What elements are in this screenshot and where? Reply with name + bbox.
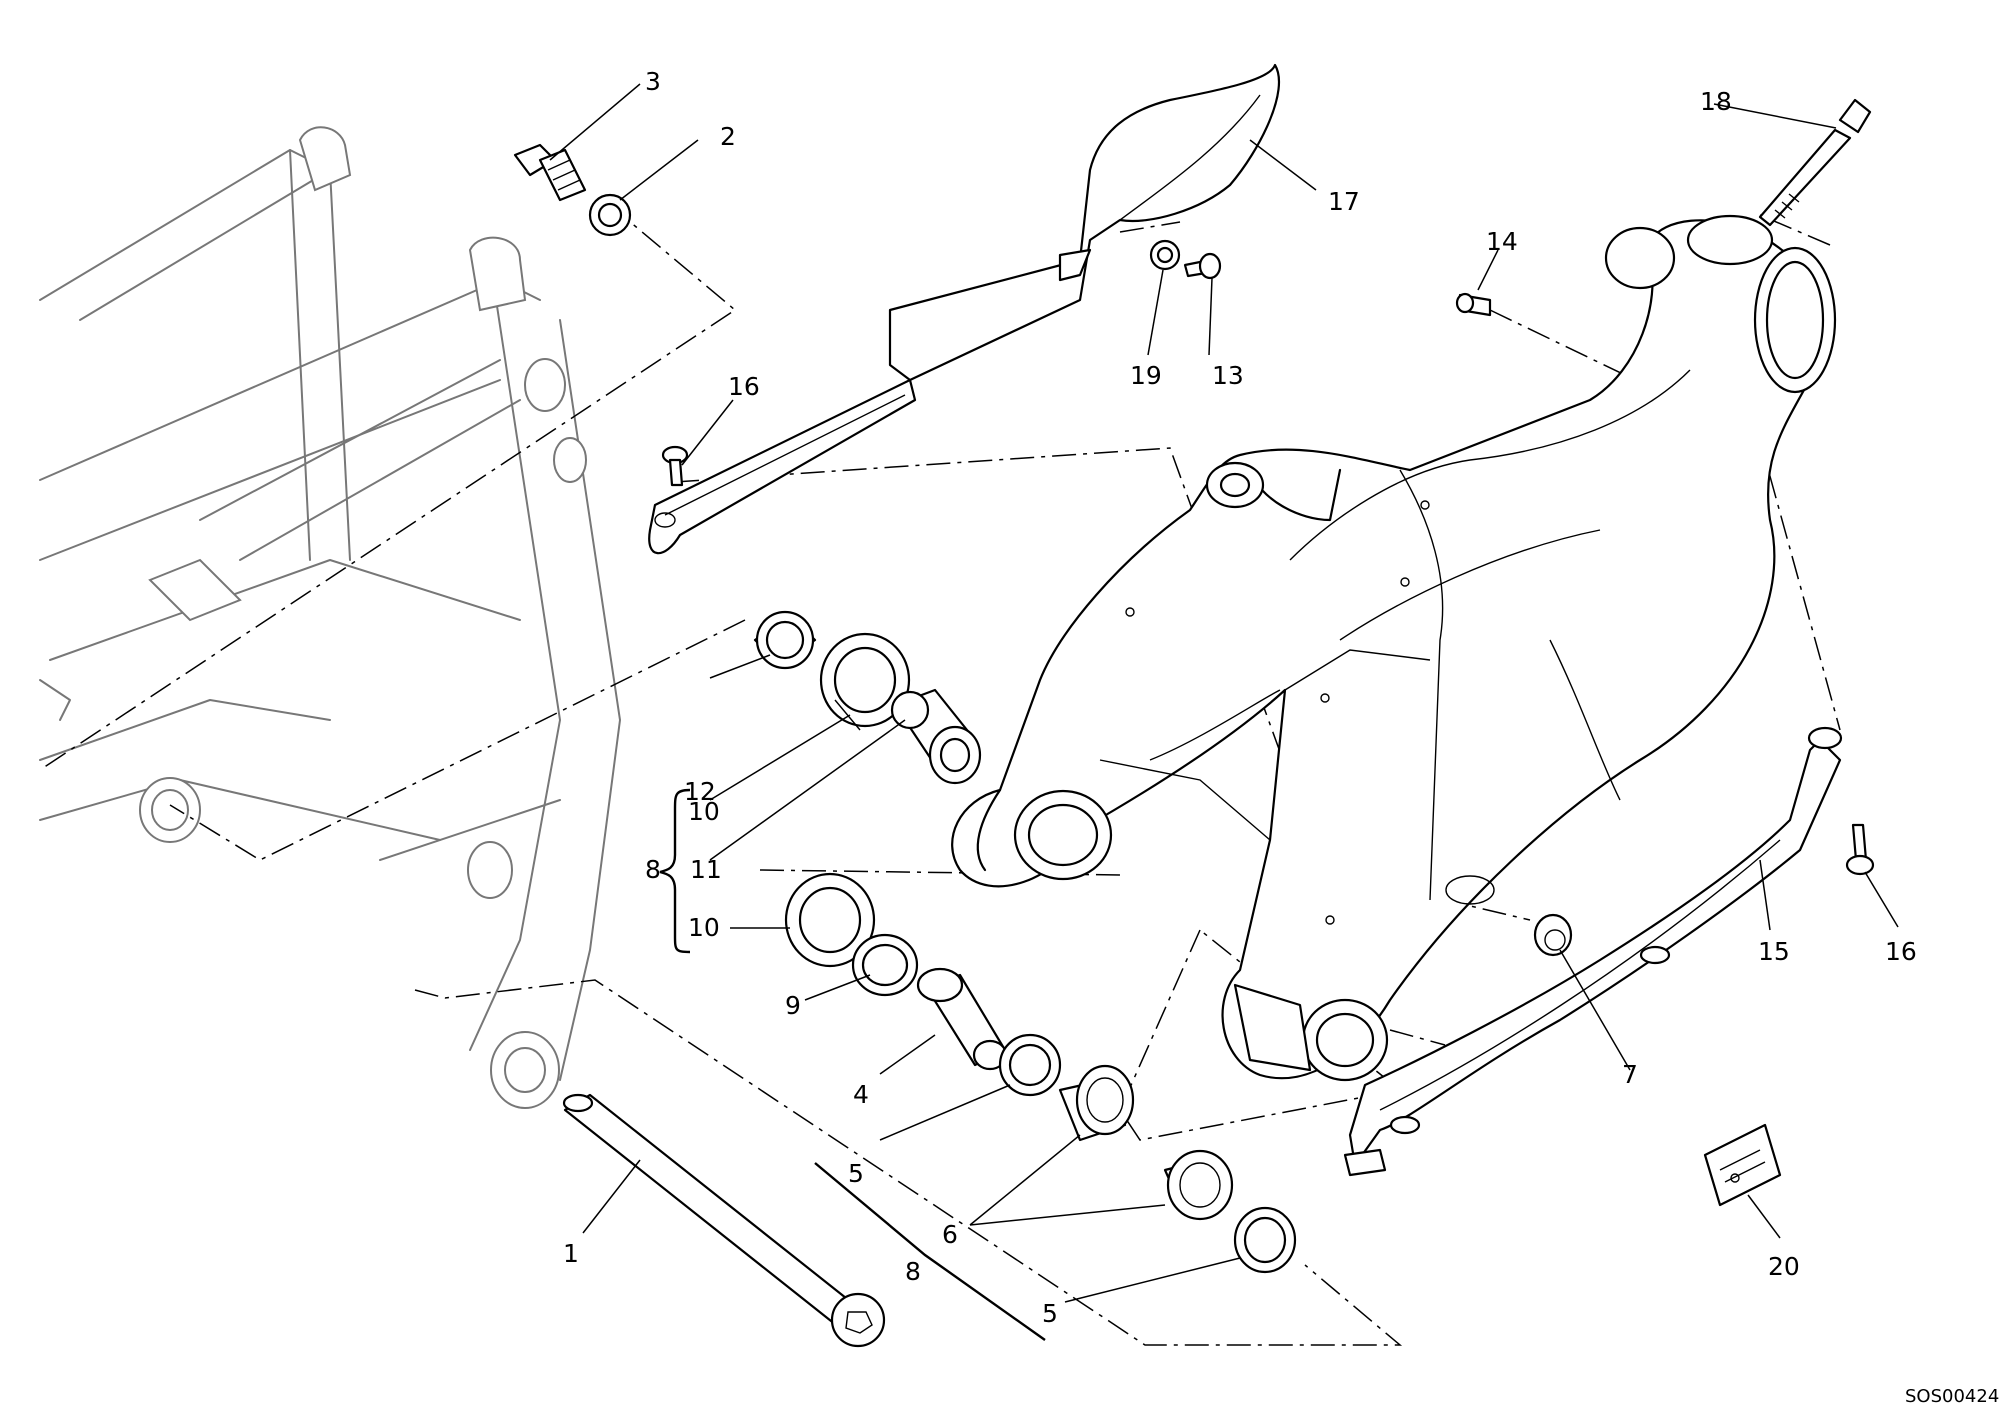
callout-10-upper: 10	[688, 797, 720, 826]
callout-4: 4	[853, 1080, 869, 1109]
callout-1: 1	[563, 1239, 579, 1268]
callouts: 3 2 17 18 14 19 13 16 12 10 8 11 10 9 4 …	[563, 67, 1999, 1407]
callout-18: 18	[1700, 87, 1732, 116]
callout-16-right: 16	[1885, 937, 1917, 966]
callout-6: 6	[942, 1220, 958, 1249]
callout-5-upper: 5	[848, 1159, 864, 1188]
frame-structure	[39, 126, 621, 1109]
callout-5-lower: 5	[1042, 1299, 1058, 1328]
callout-12: 12	[684, 777, 716, 806]
label-plate	[1703, 1123, 1782, 1207]
callout-3: 3	[645, 67, 661, 96]
callout-14: 14	[1486, 227, 1518, 256]
callout-10-lower: 10	[688, 913, 720, 942]
callout-16-top: 16	[728, 372, 760, 401]
pivot-shaft	[562, 1093, 886, 1348]
callout-15: 15	[1758, 937, 1790, 966]
callout-8-line: 8	[905, 1257, 921, 1286]
swingarm	[951, 214, 1837, 1082]
chain-guard	[648, 63, 1281, 555]
callout-17: 17	[1328, 187, 1360, 216]
bearing-components	[753, 610, 1297, 1274]
callout-13: 13	[1212, 361, 1244, 390]
diagram-code: SOS00424	[1905, 1386, 1999, 1407]
callout-19: 19	[1130, 361, 1162, 390]
callout-11: 11	[690, 855, 722, 884]
group-brackets	[659, 788, 1046, 1341]
callout-9: 9	[785, 991, 801, 1020]
callout-7: 7	[1622, 1060, 1638, 1089]
callout-20: 20	[1768, 1252, 1800, 1281]
leader-lines	[549, 83, 1899, 1303]
fasteners	[513, 98, 1875, 957]
callout-8-brace: 8	[645, 855, 661, 884]
chain-slider	[1343, 726, 1843, 1177]
callout-2: 2	[720, 122, 736, 151]
